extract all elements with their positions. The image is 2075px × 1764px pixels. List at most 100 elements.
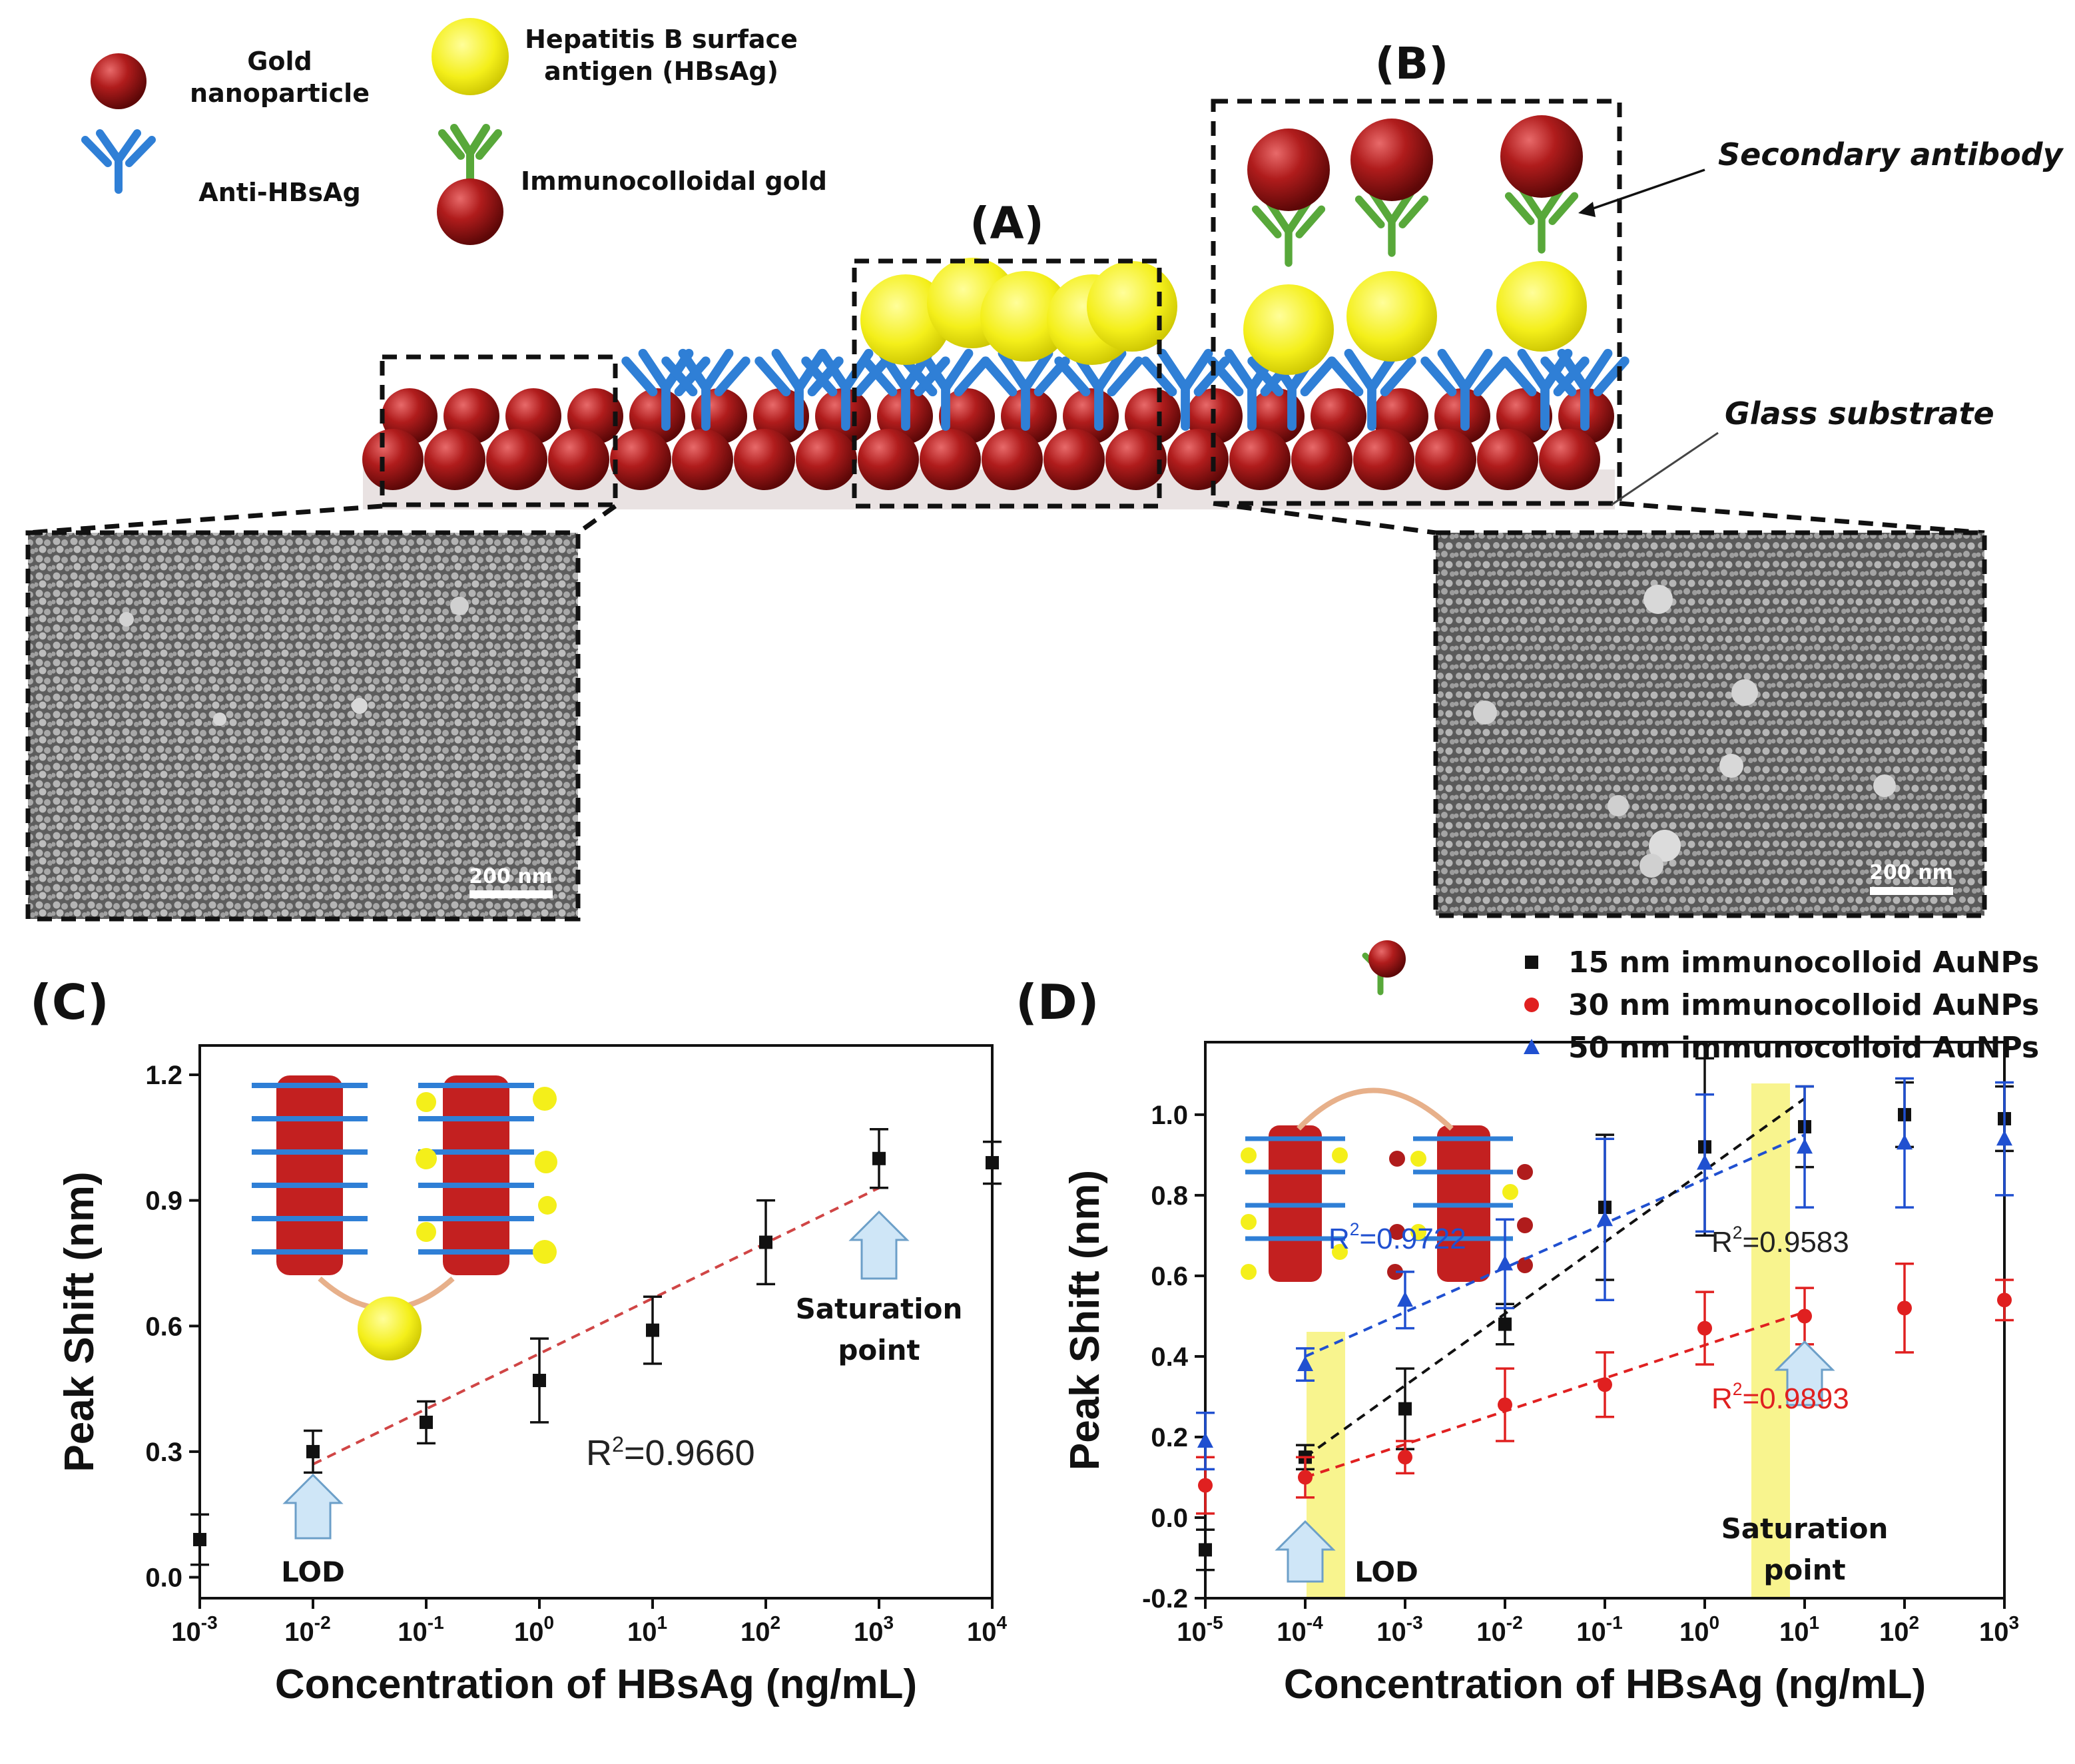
fit-line xyxy=(1305,1133,1805,1358)
lod-arrow-d xyxy=(1275,1520,1336,1583)
y-tick-label: 1.2 xyxy=(145,1061,182,1090)
legend-label: 15 nm immunocolloid AuNPs xyxy=(1568,946,2039,980)
x-tick-label: 101 xyxy=(1779,1612,1819,1647)
secondary-antibody-pointer xyxy=(1583,168,1705,213)
label-a: (A) xyxy=(970,198,1043,249)
lod-label-c: LOD xyxy=(281,1556,345,1588)
y-tick-label: 0.6 xyxy=(1151,1262,1188,1291)
zoom-line-left-2 xyxy=(576,504,617,535)
gold-nanoparticle xyxy=(1167,429,1229,490)
sem-scale-left: 200 nm xyxy=(469,865,553,888)
legend-label: 50 nm immunocolloid AuNPs xyxy=(1568,1031,2039,1065)
gold-nanoparticle xyxy=(858,429,919,490)
gold-nanoparticle xyxy=(1353,429,1414,490)
zoom-line-right-1 xyxy=(1213,501,1436,535)
y-tick-label: 1.0 xyxy=(1151,1101,1188,1130)
data-point xyxy=(1199,1543,1212,1557)
x-tick-label: 100 xyxy=(1679,1612,1719,1647)
gold-nanoparticle xyxy=(796,429,857,490)
x-tick-label: 102 xyxy=(741,1612,780,1647)
y-tick-label: 0.2 xyxy=(1151,1423,1188,1452)
data-point xyxy=(1297,1356,1313,1372)
lod-arrow-c xyxy=(282,1473,344,1540)
gold-nanoparticle xyxy=(1043,429,1105,490)
data-point xyxy=(1897,1301,1912,1316)
x-tick-label: 103 xyxy=(854,1612,894,1647)
saturation-arrow-d xyxy=(1774,1340,1835,1406)
antibody xyxy=(1540,348,1630,431)
y-tick-label: 0.8 xyxy=(1151,1181,1188,1211)
data-point xyxy=(1797,1309,1812,1324)
inset-d-illustration xyxy=(1241,940,1533,1282)
secondary-antibody-label: Secondary antibody xyxy=(1718,137,2064,172)
data-point xyxy=(1197,1432,1213,1448)
box-b xyxy=(1211,99,1622,506)
x-tick-label: 10-2 xyxy=(284,1612,330,1647)
legend-marker xyxy=(1525,956,1538,969)
data-point xyxy=(1997,1293,2012,1308)
fit-line xyxy=(1305,1311,1805,1479)
antibody xyxy=(1354,189,1429,257)
antibody xyxy=(801,348,890,431)
y-tick-label: 0.6 xyxy=(145,1312,182,1341)
r2-label-c: R2=0.9660 xyxy=(586,1432,755,1473)
box-a xyxy=(852,258,1162,509)
data-point xyxy=(1996,1130,2012,1146)
gold-nanoparticle xyxy=(1105,429,1167,490)
saturation-arrow-c xyxy=(848,1210,910,1280)
legend-marker xyxy=(1524,998,1539,1012)
panel-c-label: (C) xyxy=(30,974,109,1030)
data-point xyxy=(193,1532,206,1546)
gold-nanoparticle xyxy=(424,429,485,490)
antibody xyxy=(661,348,750,431)
glass-substrate-layer xyxy=(362,388,1615,509)
y-axis-label: Peak Shift (nm) xyxy=(1062,1170,1108,1470)
data-point xyxy=(306,1444,320,1458)
y-tick-label: 0.9 xyxy=(145,1187,182,1216)
lod-label-d: LOD xyxy=(1354,1556,1418,1588)
data-point xyxy=(1497,1255,1513,1271)
gold-nanoparticle xyxy=(610,429,671,490)
x-tick-label: 10-1 xyxy=(398,1612,444,1647)
data-point xyxy=(1398,1402,1412,1416)
fit-line xyxy=(1304,1097,1806,1458)
immunocolloidal-gold-particle xyxy=(1350,119,1433,201)
gold-nanoparticle xyxy=(920,429,981,490)
data-point xyxy=(1697,1321,1712,1336)
data-point xyxy=(1498,1317,1512,1331)
fit-line xyxy=(312,1186,880,1466)
gold-nanoparticle xyxy=(982,429,1043,490)
y-tick-label: 0.0 xyxy=(1151,1504,1188,1533)
zoom-line-right-2 xyxy=(1619,501,1985,535)
data-point xyxy=(872,1151,886,1165)
legend-immunocolloidal-label: Immunocolloidal gold xyxy=(521,166,827,196)
r2-label-black: R2=0.9583 xyxy=(1711,1223,1849,1259)
x-tick-label: 10-4 xyxy=(1277,1612,1323,1647)
y-tick-label: 0.4 xyxy=(1151,1342,1188,1372)
x-tick-label: 101 xyxy=(627,1612,667,1647)
antibody xyxy=(1420,348,1510,431)
glass-substrate-pointer xyxy=(1611,432,1719,506)
zoom-line-left-1 xyxy=(27,503,383,535)
chart-d: (D) xyxy=(1016,940,2039,1707)
highlight-saturation xyxy=(1751,1083,1790,1598)
data-point xyxy=(1597,1211,1613,1227)
data-point xyxy=(1697,1154,1713,1170)
inset-c-illustration xyxy=(252,1075,557,1360)
gold-nanoparticle xyxy=(362,429,424,490)
legend-marker xyxy=(1524,1039,1540,1054)
glass-substrate-label: Glass substrate xyxy=(1725,396,1994,432)
hbsag-antigen xyxy=(1346,271,1437,362)
x-axis-label: Concentration of HBsAg (ng/mL) xyxy=(1284,1661,1926,1707)
immunocolloidal-gold-particle xyxy=(1500,115,1583,198)
x-tick-label: 104 xyxy=(967,1612,1008,1647)
sem-scale-right: 200 nm xyxy=(1869,861,1953,884)
y-axis-label: Peak Shift (nm) xyxy=(57,1171,103,1472)
sem-image-left: 200 nm xyxy=(25,530,581,922)
data-point xyxy=(1398,1450,1412,1465)
